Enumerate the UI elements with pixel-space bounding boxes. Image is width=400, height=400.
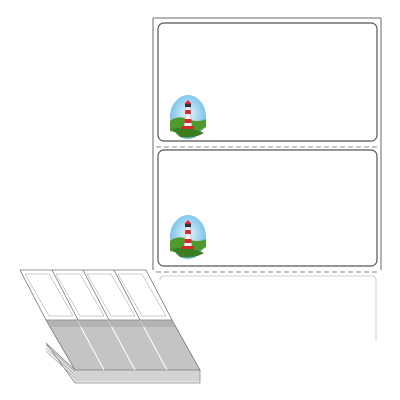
lighthouse-icon: [170, 215, 206, 259]
label-2: [157, 149, 378, 267]
label-1: [157, 22, 378, 142]
lighthouse-icon: [170, 95, 206, 139]
fanfold-stack-icon: [19, 269, 201, 384]
next-label-fade: [159, 275, 377, 340]
label-web: [152, 17, 382, 345]
